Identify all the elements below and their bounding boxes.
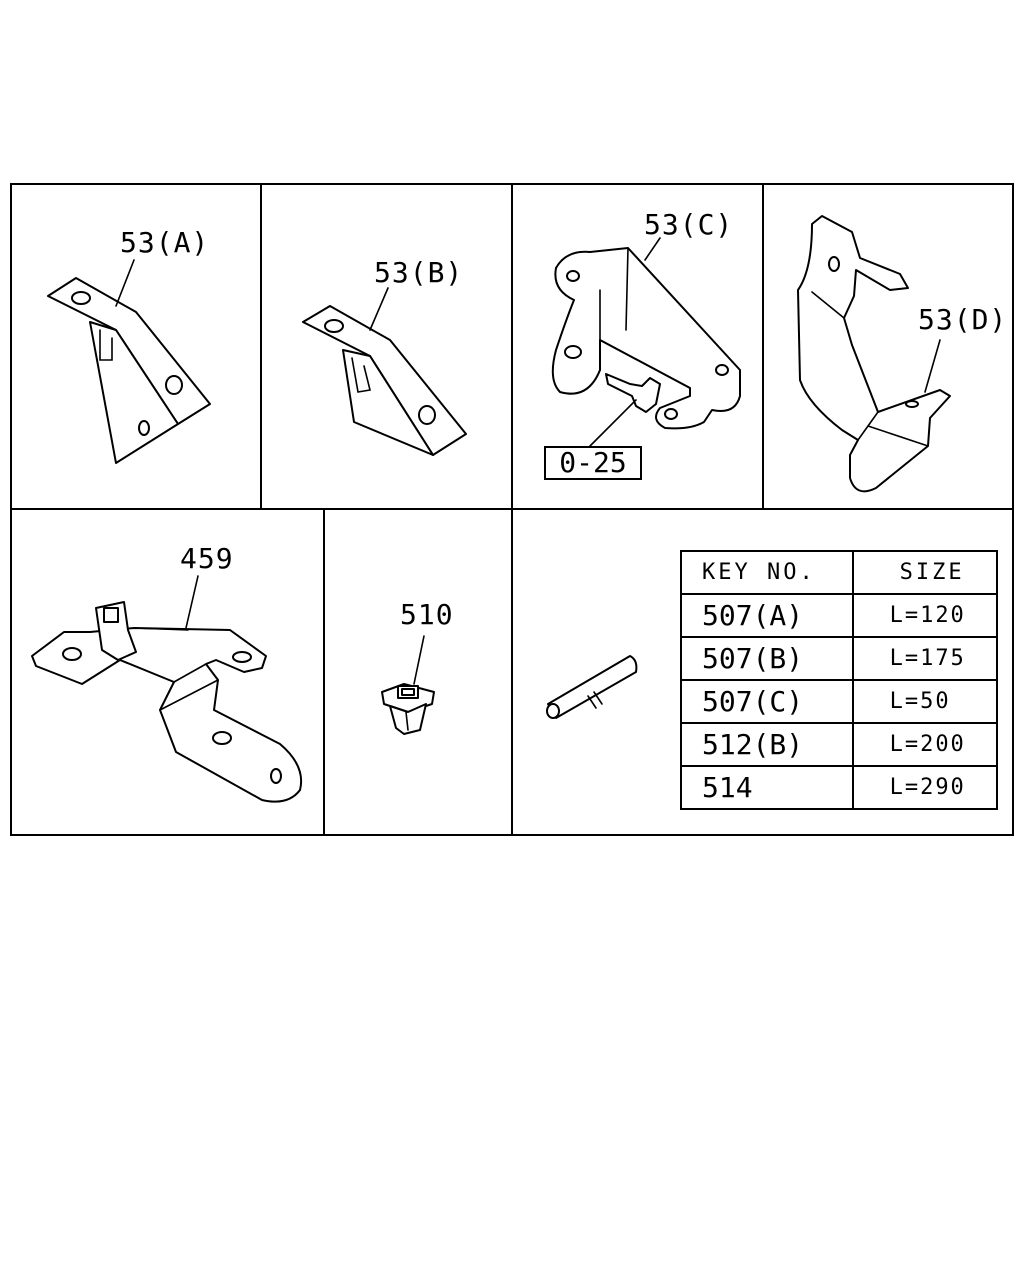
row-key[interactable]: 512(B) [680,722,854,767]
hose-size-table: KEY NO. SIZE 507(A) L=120 507(B) L=175 5… [680,550,999,810]
label-53c[interactable]: 53(C) [644,208,734,241]
row-size: L=200 [851,722,999,767]
header-key-no: KEY NO. [680,550,854,595]
table-header-row: KEY NO. SIZE [680,550,999,595]
row-key[interactable]: 507(B) [680,636,854,681]
table-row: 507(B) L=175 [680,636,999,681]
header-size: SIZE [851,550,999,595]
label-53d[interactable]: 53(D) [918,303,1008,336]
row-key[interactable]: 507(A) [680,593,854,638]
table-row: 507(A) L=120 [680,593,999,638]
row-size: L=50 [851,679,999,724]
row-size: L=175 [851,636,999,681]
table-row: 512(B) L=200 [680,722,999,767]
table-row: 514 L=290 [680,765,999,810]
row-size: L=290 [851,765,999,810]
row-size: L=120 [851,593,999,638]
label-53a[interactable]: 53(A) [120,226,210,259]
label-53b[interactable]: 53(B) [374,256,464,289]
row-key[interactable]: 507(C) [680,679,854,724]
table-row: 507(C) L=50 [680,679,999,724]
label-459[interactable]: 459 [180,542,234,575]
bolt-ref-box[interactable]: 0-25 [544,446,642,480]
row-key[interactable]: 514 [680,765,854,810]
label-510[interactable]: 510 [400,598,454,631]
